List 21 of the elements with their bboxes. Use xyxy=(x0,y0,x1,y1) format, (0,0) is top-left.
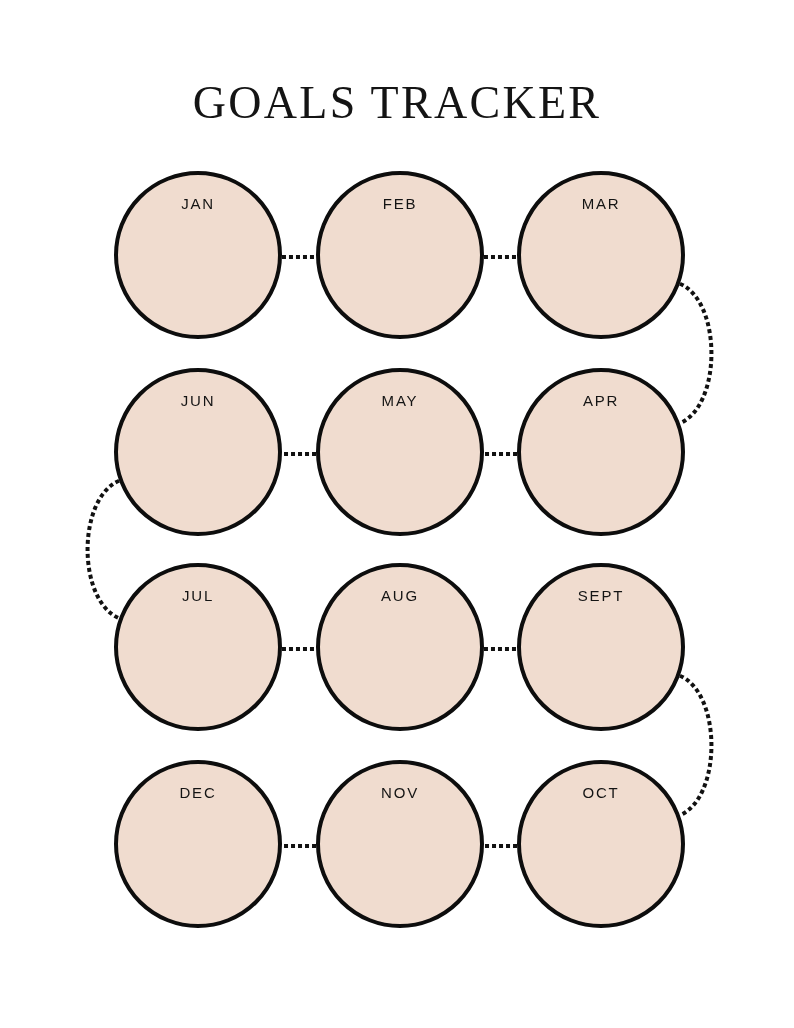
month-label: MAR xyxy=(581,195,621,214)
month-label: JUL xyxy=(181,587,215,606)
dotted-connector xyxy=(484,452,517,456)
dotted-connector xyxy=(484,647,517,651)
dotted-connector xyxy=(282,647,316,651)
month-label: SEPT xyxy=(577,587,625,606)
month-label: JAN xyxy=(181,195,215,214)
dotted-connector xyxy=(484,255,517,259)
dotted-connector xyxy=(484,844,517,848)
month-label: DEC xyxy=(179,784,217,803)
dotted-connector xyxy=(282,452,316,456)
title: GOALS TRACKER xyxy=(192,80,602,126)
month-label: OCT xyxy=(582,784,620,803)
month-label: JUN xyxy=(180,392,216,411)
month-label: AUG xyxy=(381,587,419,606)
dotted-connector xyxy=(282,255,316,259)
dotted-connector xyxy=(282,844,316,848)
month-label: APR xyxy=(582,392,620,411)
month-label: FEB xyxy=(382,195,418,214)
month-label: NOV xyxy=(381,784,419,803)
month-label: MAY xyxy=(381,392,419,411)
